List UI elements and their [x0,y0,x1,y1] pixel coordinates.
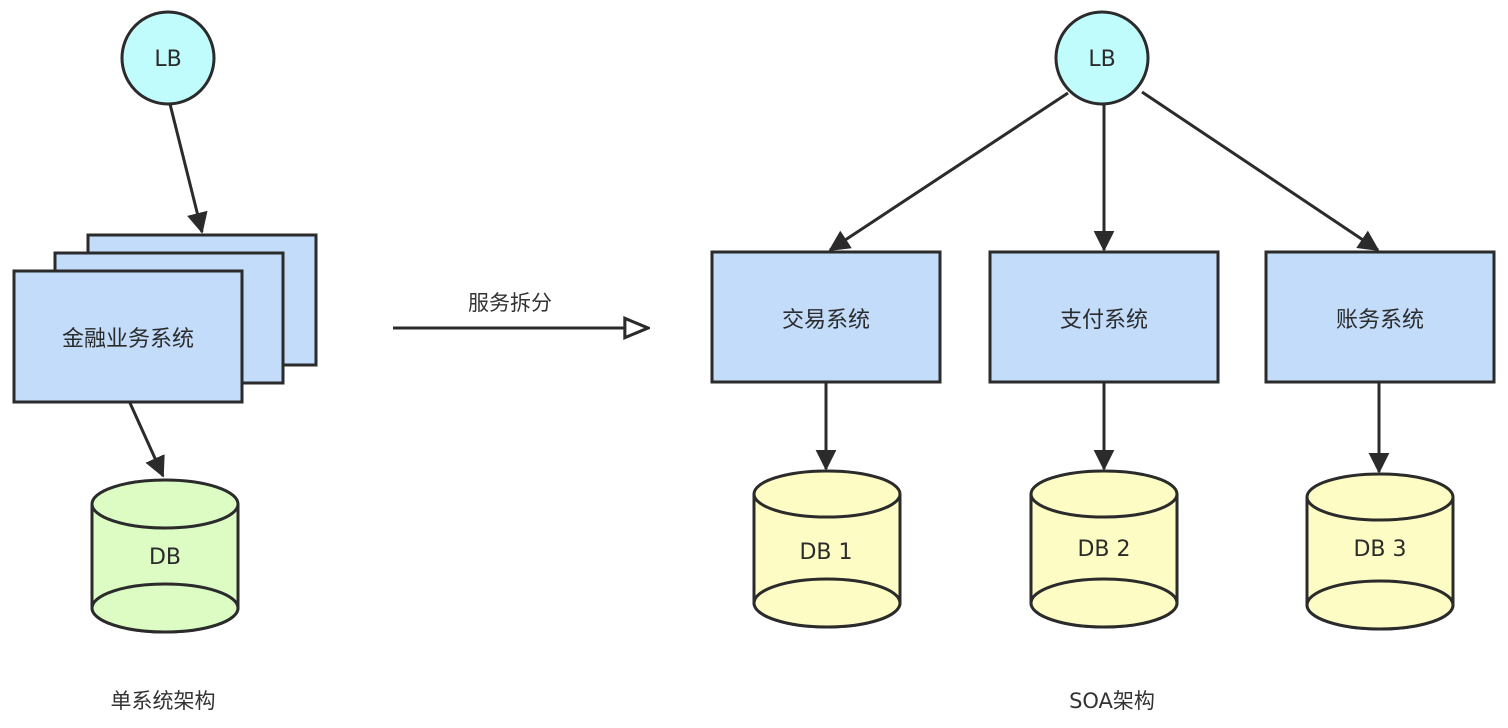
service-node-1: 交易系统 [710,250,942,384]
soa-section: LB 交易系统 DB 1 支付系统 DB 2 [710,10,1496,713]
service-node-3: 账务系统 [1264,250,1496,384]
db-node-1: DB 1 [752,469,902,629]
monolith-section: LB 金融业务系统 DB 单系统架构 [12,10,318,713]
db-label-2: DB 2 [1077,537,1130,562]
arrow-lb-to-service-1 [828,91,1069,252]
soa-lb-label: LB [1088,47,1115,72]
service-label-1: 交易系统 [782,308,870,333]
db-node-3: DB 3 [1305,472,1455,631]
soa-lb-node: LB [1054,10,1150,106]
monolith-caption: 单系统架构 [111,689,216,713]
monolith-lb-node: LB [120,10,216,106]
system-stack-front [12,269,244,404]
monolith-system-node: 金融业务系统 [12,233,318,404]
monolith-system-label: 金融业务系统 [62,327,194,352]
arrow-lb-to-service-3 [1141,90,1380,252]
service-label-3: 账务系统 [1336,308,1424,333]
monolith-lb-label: LB [154,47,181,72]
service-node-2: 支付系统 [988,250,1220,384]
arrow-lb-to-system [168,103,208,234]
transition-label: 服务拆分 [468,291,552,315]
transition: 服务拆分 [393,291,648,328]
monolith-db-node: DB [90,478,240,634]
db-node-2: DB 2 [1029,469,1179,629]
db-label-1: DB 1 [799,540,852,565]
monolith-db-label: DB [149,545,181,570]
db-label-3: DB 3 [1353,537,1406,562]
soa-caption: SOA架构 [1069,689,1155,713]
service-label-2: 支付系统 [1060,308,1148,333]
arrow-system-to-db [128,402,165,478]
